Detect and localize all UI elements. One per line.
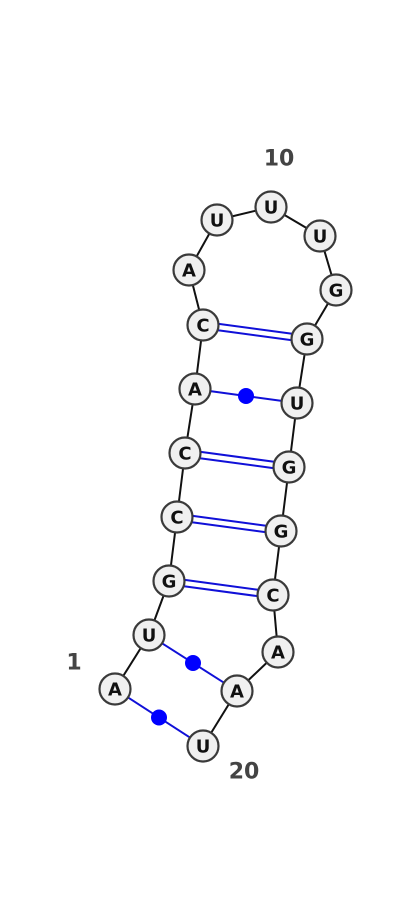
nucleotide-1-label: A [108,680,122,701]
base-pair-3-17-line-a [183,585,258,598]
nucleotide-17: C [256,578,290,612]
nucleotide-4-circle [160,500,194,534]
nucleotide-4-label: C [170,508,183,529]
wobble-pair-2-19-dot [185,655,201,671]
nucleotide-20: U [186,729,220,763]
nucleotide-1: A [98,672,132,706]
nucleotide-10-circle [254,190,288,224]
base-pair-7-13-line-a [217,329,292,342]
nucleotide-12: G [319,273,353,307]
nucleotide-20-circle [186,729,220,763]
nucleotide-3-label: G [162,572,177,593]
nucleotide-8-label: A [182,261,196,282]
base-pair-4-16-line-b [192,514,267,527]
nucleotide-19: A [220,674,254,708]
nucleotide-layer: A U G C C A C A U U U G G U G G C A A U [98,190,353,763]
nucleotide-16-circle [264,514,298,548]
nucleotide-18: A [261,635,295,669]
nucleotide-20-label: U [196,737,211,758]
nucleotide-9-label: U [210,211,225,232]
nucleotide-8-circle [172,253,206,287]
nucleotide-13: G [290,322,324,356]
nucleotide-2-label: U [142,626,157,647]
nucleotide-16-label: G [274,522,289,543]
position-number-20: 20 [229,760,260,785]
nucleotide-15-label: G [282,458,297,479]
nucleotide-3: G [152,564,186,598]
nucleotide-2: U [132,618,166,652]
nucleotide-6: A [178,372,212,406]
nucleotide-6-circle [178,372,212,406]
nucleotide-5-label: C [178,444,191,465]
nucleotide-18-circle [261,635,295,669]
nucleotide-12-label: G [329,281,344,302]
nucleotide-7-circle [186,308,220,342]
nucleotide-7: C [186,308,220,342]
nucleotide-9: U [200,203,234,237]
nucleotide-2-circle [132,618,166,652]
base-pair-5-15-line-a [199,457,274,470]
nucleotide-8: A [172,253,206,287]
nucleotide-18-label: A [271,643,285,664]
nucleotide-13-label: G [300,330,315,351]
wobble-pair-1-20-dot [151,709,167,726]
nucleotide-14-label: U [290,394,305,415]
nucleotide-17-label: C [266,586,279,607]
nucleotide-12-circle [319,273,353,307]
nucleotide-1-circle [98,672,132,706]
nucleotide-9-circle [200,203,234,237]
nucleotide-13-circle [290,322,324,356]
nucleotide-4: C [160,500,194,534]
nucleotide-5-circle [168,436,202,470]
base-pair-3-17-line-b [184,578,259,591]
nucleotide-7-label: C [196,316,209,337]
position-number-10: 10 [264,147,295,172]
nucleotide-14: U [280,386,314,420]
nucleotide-11-label: U [313,227,328,248]
backbone-layer [114,206,337,747]
base-pair-5-15-line-b [200,450,275,463]
nucleotide-16: G [264,514,298,548]
nucleotide-11: U [303,219,337,253]
numbering-layer: 1 10 20 [66,147,294,785]
base-pair-7-13-line-b [218,322,293,335]
nucleotide-11-circle [303,219,337,253]
nucleotide-5: C [168,436,202,470]
base-pair-4-16-line-a [191,521,266,534]
nucleotide-10-label: U [264,198,279,219]
wobble-pair-6-14-dot [238,388,254,404]
nucleotide-10: U [254,190,288,224]
position-number-1: 1 [66,651,81,676]
nucleotide-14-circle [280,386,314,420]
base-pair-layer [127,322,293,739]
nucleotide-17-circle [256,578,290,612]
nucleotide-15-circle [272,450,306,484]
nucleotide-6-label: A [188,380,202,401]
nucleotide-19-label: A [230,682,244,703]
nucleotide-15: G [272,450,306,484]
nucleotide-19-circle [220,674,254,708]
nucleotide-3-circle [152,564,186,598]
